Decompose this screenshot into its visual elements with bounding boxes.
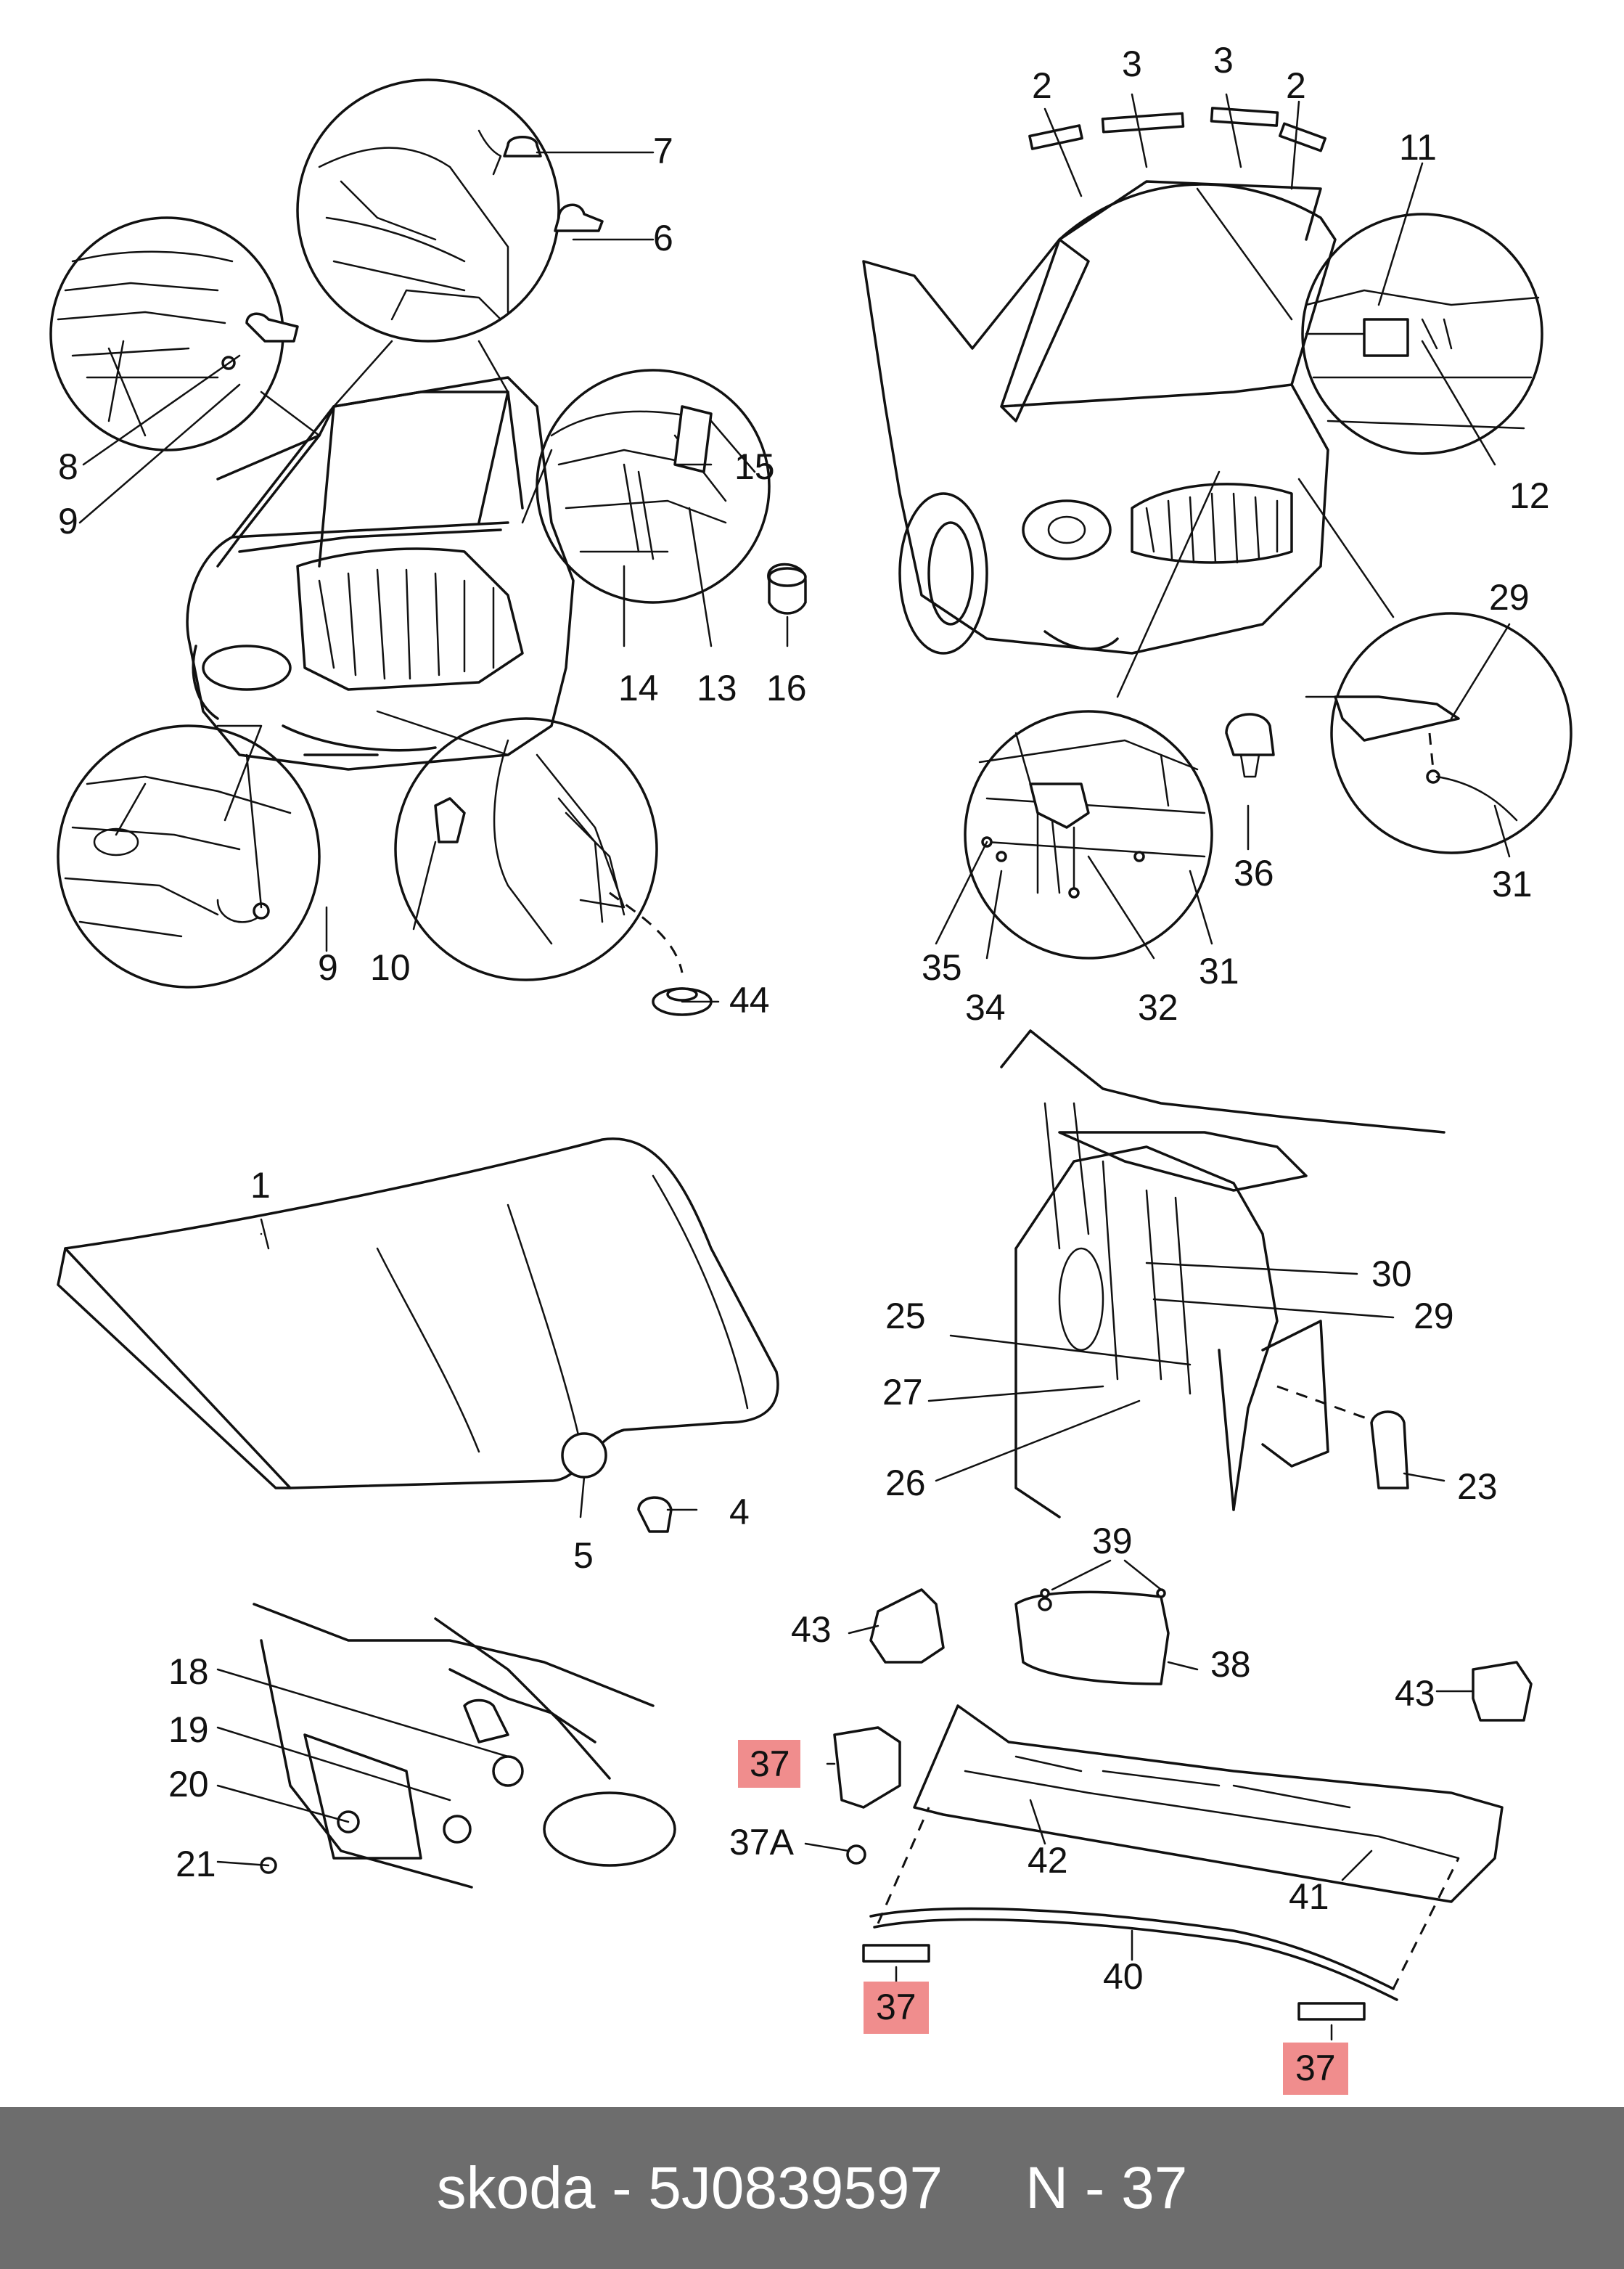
callout-9: 9: [318, 947, 338, 988]
a-pillar-view: [1000, 1029, 1445, 1518]
callout-6: 6: [653, 218, 673, 258]
callout-29: 29: [1489, 577, 1530, 618]
callout-10: 10: [370, 947, 411, 988]
callout-21: 21: [176, 1844, 216, 1884]
callout-16: 16: [766, 668, 807, 708]
callout-13: 13: [697, 668, 737, 708]
callout-26: 26: [885, 1463, 926, 1503]
callout-19: 19: [168, 1709, 209, 1750]
callout-29: 29: [1414, 1296, 1454, 1336]
callout-20: 20: [168, 1764, 209, 1804]
callout-31: 31: [1199, 951, 1239, 992]
callout-31: 31: [1492, 864, 1533, 904]
callout-34: 34: [965, 987, 1006, 1028]
parts-diagram: 1 2 2 3 3 4 5 6 7 8 9 9 10 11 12 13 14 1…: [49, 40, 1572, 2095]
callout-43: 43: [791, 1609, 832, 1650]
callout-37: 37: [1295, 2048, 1336, 2088]
part-number-text: skoda - 5J0839597 N - 37: [436, 2154, 1188, 2221]
highlight-37-bracket: [738, 1740, 800, 1788]
callout-1: 1: [250, 1165, 271, 1206]
callout-18: 18: [168, 1651, 209, 1692]
callout-38: 38: [1210, 1644, 1251, 1685]
callout-8: 8: [58, 446, 78, 487]
engine-bay-view-left: [49, 78, 807, 1016]
highlight-37-pad-right: [1283, 2043, 1348, 2095]
callout-27: 27: [882, 1372, 923, 1412]
callout-7: 7: [653, 131, 673, 171]
callout-11: 11: [1399, 127, 1437, 168]
callout-35: 35: [922, 947, 962, 988]
callout-5: 5: [573, 1535, 594, 1576]
callout-39: 39: [1092, 1521, 1133, 1561]
callout-labels: 1 2 2 3 3 4 5 6 7 8 9 9 10 11 12 13 14 1…: [58, 40, 1550, 2088]
engine-bay-view-right: [862, 107, 1572, 960]
callout-25: 25: [885, 1296, 926, 1336]
callout-2: 2: [1286, 65, 1306, 106]
callout-43: 43: [1395, 1673, 1435, 1714]
callout-36: 36: [1234, 853, 1274, 894]
part-number-footer: skoda - 5J0839597 N - 37: [0, 2107, 1624, 2269]
callout-32: 32: [1138, 987, 1178, 1028]
callout-12: 12: [1509, 475, 1550, 516]
callout-37: 37: [876, 1987, 916, 2027]
callout-15: 15: [734, 446, 775, 487]
callout-9: 9: [58, 501, 78, 541]
callout-37: 37: [750, 1743, 790, 1784]
callout-23: 23: [1457, 1466, 1498, 1507]
callout-41: 41: [1289, 1876, 1329, 1917]
callout-4: 4: [729, 1492, 750, 1532]
bonnet-view: [57, 1137, 779, 1533]
highlight-37-pad-left: [864, 1982, 929, 2034]
callout-3: 3: [1122, 44, 1142, 84]
callout-44: 44: [729, 980, 770, 1021]
callout-14: 14: [618, 668, 659, 708]
callout-42: 42: [1028, 1840, 1068, 1881]
callout-3: 3: [1213, 40, 1234, 81]
callout-30: 30: [1371, 1254, 1412, 1294]
plenum-panel-view: [833, 1588, 1533, 2021]
callout-2: 2: [1032, 65, 1052, 106]
bonnet-release-view: [253, 1603, 676, 1889]
callout-40: 40: [1103, 1956, 1144, 1997]
callout-37A: 37A: [729, 1822, 795, 1863]
leader-lines: [78, 93, 1511, 2041]
